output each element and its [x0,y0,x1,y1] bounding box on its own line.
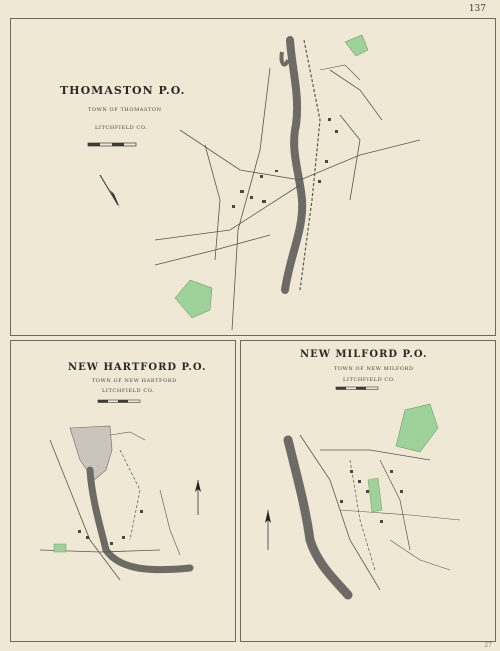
north-arrow-icon [195,480,201,515]
thomaston-map [87,34,421,331]
frame-new-hartford [10,340,236,642]
new-hartford-map [39,399,201,581]
new-hartford-title: NEW HARTFORD P.O. [68,362,207,373]
scale-bar [335,386,379,390]
thomaston-county: LITCHFIELD CO. [95,125,148,131]
frame-new-milford [240,340,496,642]
park-area [174,279,213,319]
new-milford-title: NEW MILFORD P.O. [300,349,428,360]
thomaston-town: TOWN OF THOMASTON [88,107,162,113]
park-area [395,403,439,453]
river [281,36,307,294]
footer-mark: 27 [484,642,492,649]
thomaston-title: THOMASTON P.O. [60,84,186,97]
north-arrow-icon [265,510,271,550]
park-area [53,543,67,553]
north-arrow-icon [99,174,120,208]
new-hartford-county: LITCHFIELD CO. [102,388,155,394]
scale-bar [97,399,141,403]
frame-thomaston [10,18,496,336]
new-milford-county: LITCHFIELD CO. [343,377,396,383]
park-area [344,34,369,57]
reservoir [69,425,113,481]
new-milford-town: TOWN OF NEW MILFORD [334,366,414,372]
new-hartford-town: TOWN OF NEW HARTFORD [92,378,177,384]
park-area [367,477,383,513]
new-milford-map [265,386,461,600]
river [283,435,353,600]
page-number: 137 [468,4,486,14]
scale-bar [87,142,137,147]
river [86,466,194,574]
